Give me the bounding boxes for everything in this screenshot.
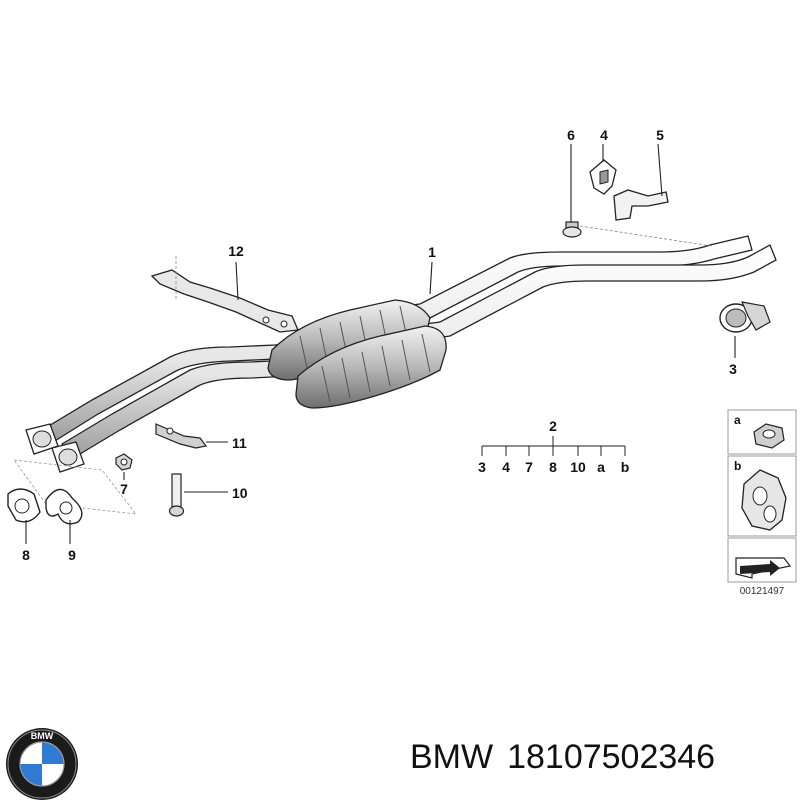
kit-bracket <box>481 436 626 456</box>
clamp-ring-part-9 <box>45 488 83 525</box>
catalytic-converter-front <box>295 325 447 409</box>
callout-8: 8 <box>22 547 30 563</box>
leader-lines <box>25 143 736 544</box>
gasket-part-8 <box>7 488 41 523</box>
callout-6: 6 <box>567 127 575 143</box>
callout-5: 5 <box>656 127 664 143</box>
callout-11: 11 <box>232 435 247 451</box>
brand-name: BMW <box>410 738 494 776</box>
logo-letters: BMW <box>31 731 54 741</box>
callout-3: 3 <box>729 361 737 377</box>
gasket-reference-plane <box>13 459 137 515</box>
mount-dashed-line <box>579 225 713 247</box>
kit-item-label: 8 <box>549 459 557 475</box>
bracket-part-5 <box>613 189 669 221</box>
callout-9: 9 <box>68 547 76 563</box>
callout-12: 12 <box>228 243 244 259</box>
bolt-part-10 <box>168 473 185 517</box>
legend-label-b: b <box>734 459 741 473</box>
part-number-caption: BMW 18107502346 <box>410 738 790 788</box>
kit-item-label: a <box>597 459 605 475</box>
hanger-bracket-part-4 <box>589 159 617 195</box>
legend-label-a: a <box>734 413 741 427</box>
legend-panel: a b 00121497 <box>727 409 797 597</box>
pipe-flange-right <box>51 441 85 473</box>
kit-item-label: 3 <box>478 459 486 475</box>
pipe-clamp-part-3 <box>719 301 771 333</box>
callout-10: 10 <box>232 485 248 501</box>
bracket-part-11 <box>155 423 208 449</box>
kit-item-label: 4 <box>502 459 510 475</box>
callout-1: 1 <box>428 244 436 260</box>
kit-item-label: 7 <box>525 459 533 475</box>
image-code: 00121497 <box>740 586 785 597</box>
part-number: 18107502346 <box>507 738 716 776</box>
nut-part-7 <box>115 453 133 471</box>
screw-part-6 <box>562 221 582 238</box>
kit-item-label: 10 <box>570 459 586 475</box>
callout-4: 4 <box>600 127 608 143</box>
callout-7: 7 <box>120 481 128 497</box>
bmw-logo-icon: BMW <box>6 728 78 800</box>
callout-2: 2 <box>549 418 557 434</box>
kit-item-label: b <box>621 459 630 475</box>
bracket-part-12 <box>150 256 299 333</box>
